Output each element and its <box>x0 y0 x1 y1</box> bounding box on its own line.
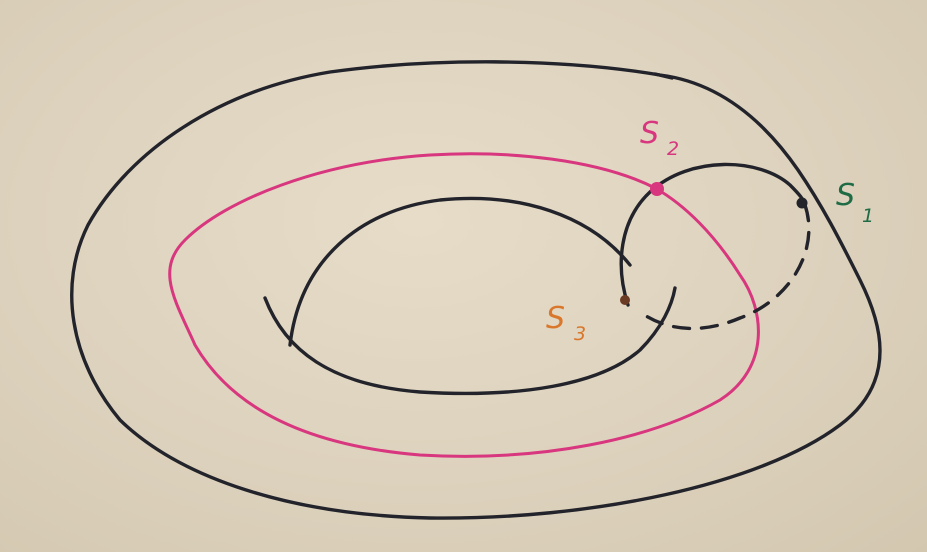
s1-meridian-back-dashed <box>638 203 811 331</box>
torus-outer-contour <box>70 60 882 520</box>
s1-point <box>796 197 808 209</box>
s2-label-subscript: 2 <box>667 138 679 160</box>
s3-point <box>620 295 630 305</box>
s1-label: S 1 <box>836 178 874 227</box>
s2-point <box>650 182 664 196</box>
s2-label: S 2 <box>640 116 679 160</box>
s3-label-subscript: 3 <box>574 323 586 345</box>
outer-contour-mark <box>653 72 674 80</box>
s2-label-letter: S <box>640 116 659 151</box>
s3-label-letter: S <box>546 301 565 336</box>
torus-hole-lower-arc <box>263 286 677 396</box>
s1-label-letter: S <box>836 178 855 213</box>
torus-hole-upper-arc <box>288 196 632 347</box>
s2-loop <box>168 152 760 458</box>
s1-meridian-front <box>619 162 807 307</box>
s3-label: S 3 <box>546 301 586 345</box>
s1-label-subscript: 1 <box>862 205 874 227</box>
